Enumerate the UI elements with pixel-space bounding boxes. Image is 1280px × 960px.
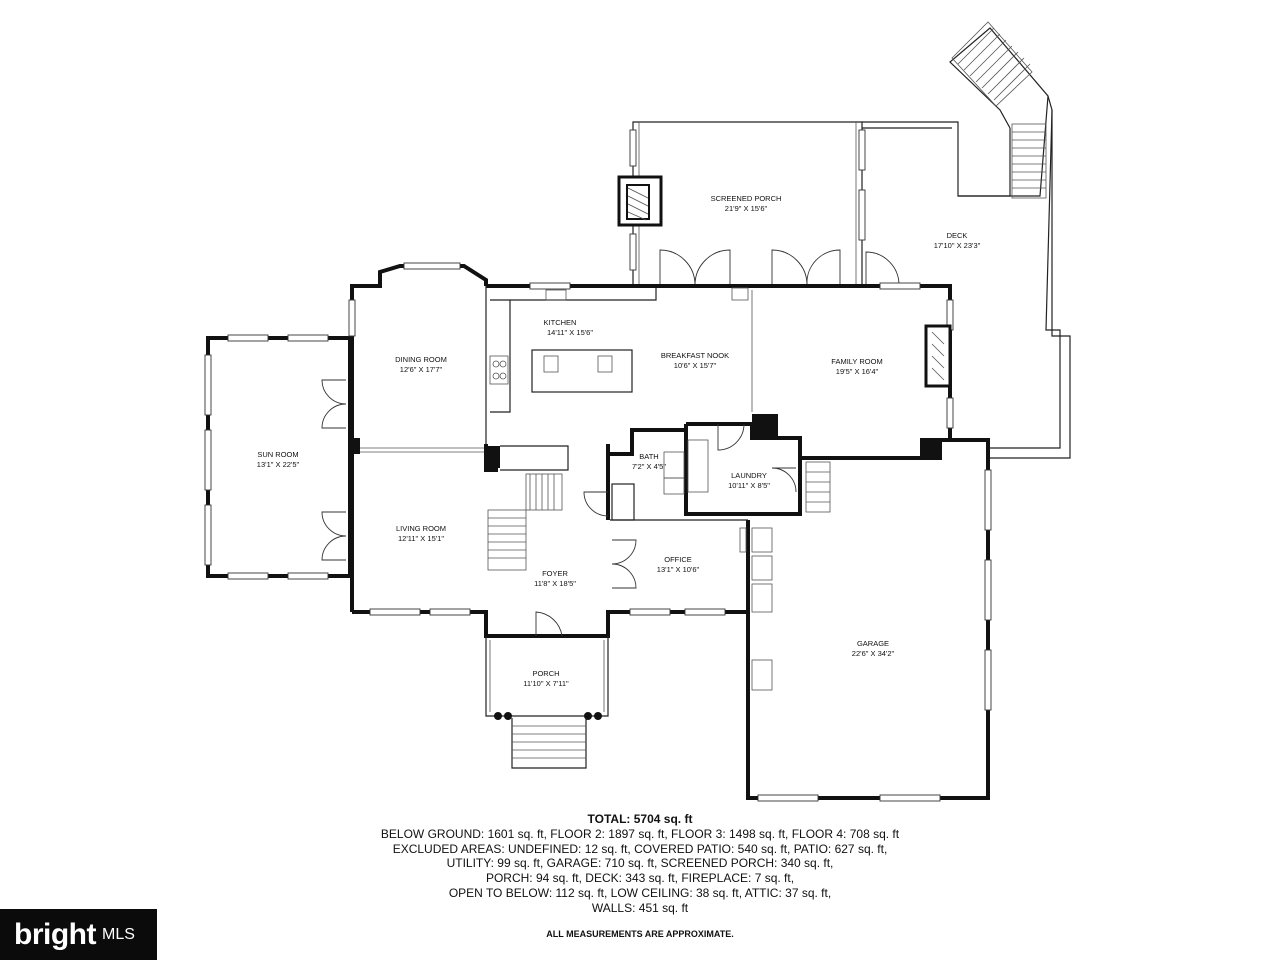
porch-dims: 11'10" X 7'11" xyxy=(523,679,569,688)
front-porch-area xyxy=(485,636,609,769)
area-line-4: PORCH: 94 sq. ft, DECK: 343 sq. ft, FIRE… xyxy=(485,871,795,886)
laundry-dims: 10'11" X 8'5" xyxy=(728,481,770,490)
area-line-3: UTILITY: 99 sq. ft, GARAGE: 710 sq. ft, … xyxy=(446,856,834,871)
kitchen-dims: 14'11" X 15'6" xyxy=(547,328,593,337)
family-room-name: FAMILY ROOM xyxy=(831,357,882,366)
porch-name: PORCH xyxy=(532,669,559,678)
sun-room-name: SUN ROOM xyxy=(257,450,298,459)
deck-stairs xyxy=(951,21,1047,199)
laundry-name: LAUNDRY xyxy=(731,471,767,480)
area-line-2: EXCLUDED AREAS: UNDEFINED: 12 sq. ft, CO… xyxy=(392,841,888,856)
area-line-5: OPEN TO BELOW: 112 sq. ft, LOW CEILING: … xyxy=(448,885,832,900)
deck-name: DECK xyxy=(947,231,968,240)
kitchen-name: KITCHEN xyxy=(544,318,577,327)
front-steps xyxy=(511,718,587,769)
screened-porch-name: SCREENED PORCH xyxy=(711,194,782,203)
sun-room-dims: 13'1" X 22'5" xyxy=(257,460,300,469)
office-name: OFFICE xyxy=(664,555,692,564)
area-line-1: BELOW GROUND: 1601 sq. ft, FLOOR 2: 1897… xyxy=(380,827,900,841)
bright-mls-logo: bright MLS xyxy=(0,909,157,960)
area-line-6: WALLS: 451 sq. ft xyxy=(591,900,689,915)
garage-name: GARAGE xyxy=(857,639,889,648)
deck-area xyxy=(862,21,1071,459)
living-room-dims: 12'11" X 15'1" xyxy=(398,534,444,543)
logo-word: bright xyxy=(14,917,96,951)
living-room-name: LIVING ROOM xyxy=(396,524,446,533)
breakfast-nook-dims: 10'6" X 15'7" xyxy=(674,361,717,370)
breakfast-nook-name: BREAKFAST NOOK xyxy=(661,351,729,360)
screened-porch-dims: 21'9" X 15'6" xyxy=(725,204,768,213)
bath-dims: 7'2" X 4'5" xyxy=(632,462,666,471)
bath-name: BATH xyxy=(639,452,658,461)
room-labels: SCREENED PORCH 21'9" X 15'6" DECK 17'10"… xyxy=(257,194,981,688)
family-room-dims: 19'5" X 16'4" xyxy=(836,367,879,376)
office-dims: 13'1" X 10'6" xyxy=(657,565,700,574)
deck-dims: 17'10" X 23'3" xyxy=(934,241,981,250)
foyer-dims: 11'8" X 18'5" xyxy=(534,579,576,588)
approximate-note: ALL MEASUREMENTS ARE APPROXIMATE. xyxy=(546,929,734,940)
total-area: TOTAL: 5704 sq. ft xyxy=(587,812,693,826)
dining-room-dims: 12'6" X 17'7" xyxy=(400,365,443,374)
garage-dims: 22'6" X 34'2" xyxy=(852,649,895,658)
dining-room-name: DINING ROOM xyxy=(395,355,447,364)
foyer-name: FOYER xyxy=(542,569,568,578)
area-totals: TOTAL: 5704 sq. ft BELOW GROUND: 1601 sq… xyxy=(0,812,1280,939)
logo-suffix: MLS xyxy=(101,925,135,943)
house-walls xyxy=(348,262,992,802)
screened-porch-area xyxy=(617,121,900,286)
